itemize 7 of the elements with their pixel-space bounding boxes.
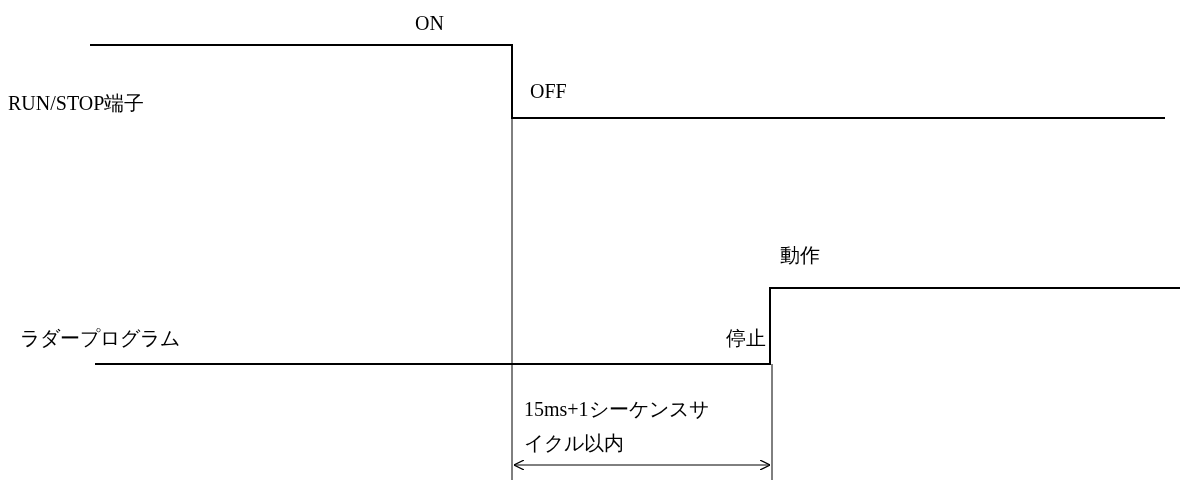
signal-state-label: OFF	[530, 79, 567, 104]
signal-name-label: ラダープログラム	[20, 326, 180, 351]
signal-state-label: ON	[415, 11, 444, 36]
signal-name-label: RUN/STOP端子	[8, 91, 145, 116]
signal-state-label: 動作	[780, 243, 820, 268]
dimension-label: 15ms+1シーケンスサイクル以内	[524, 397, 710, 456]
signal-state-label: 停止	[726, 326, 766, 351]
